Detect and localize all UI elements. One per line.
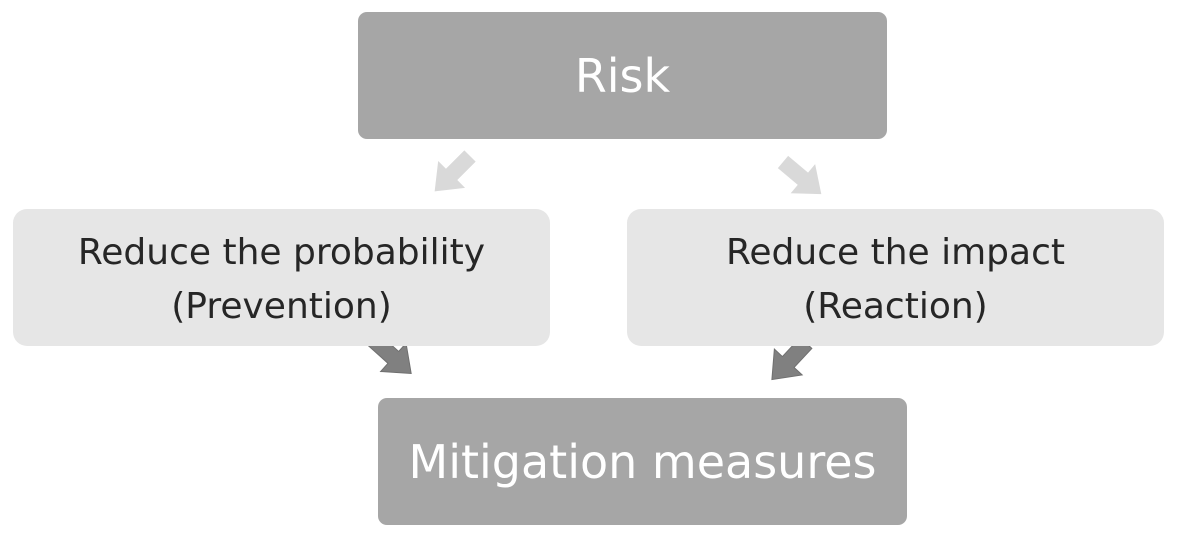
reduce-probability-label: Reduce the probability [77, 231, 486, 273]
risk-label: Risk [574, 48, 671, 103]
reduce-impact-label: Reduce the impact [725, 231, 1065, 273]
reduce-impact-box: Reduce the impact (Reaction) [627, 209, 1164, 346]
risk-box: Risk [358, 12, 887, 139]
reaction-label: (Reaction) [803, 285, 988, 327]
arrow-risk-to-probability [421, 142, 484, 205]
mitigation-label: Mitigation measures [408, 434, 877, 489]
mitigation-measures-box: Mitigation measures [378, 398, 907, 525]
arrow-risk-to-impact [770, 147, 834, 209]
reduce-probability-box: Reduce the probability (Prevention) [13, 209, 550, 346]
prevention-label: (Prevention) [171, 285, 392, 327]
